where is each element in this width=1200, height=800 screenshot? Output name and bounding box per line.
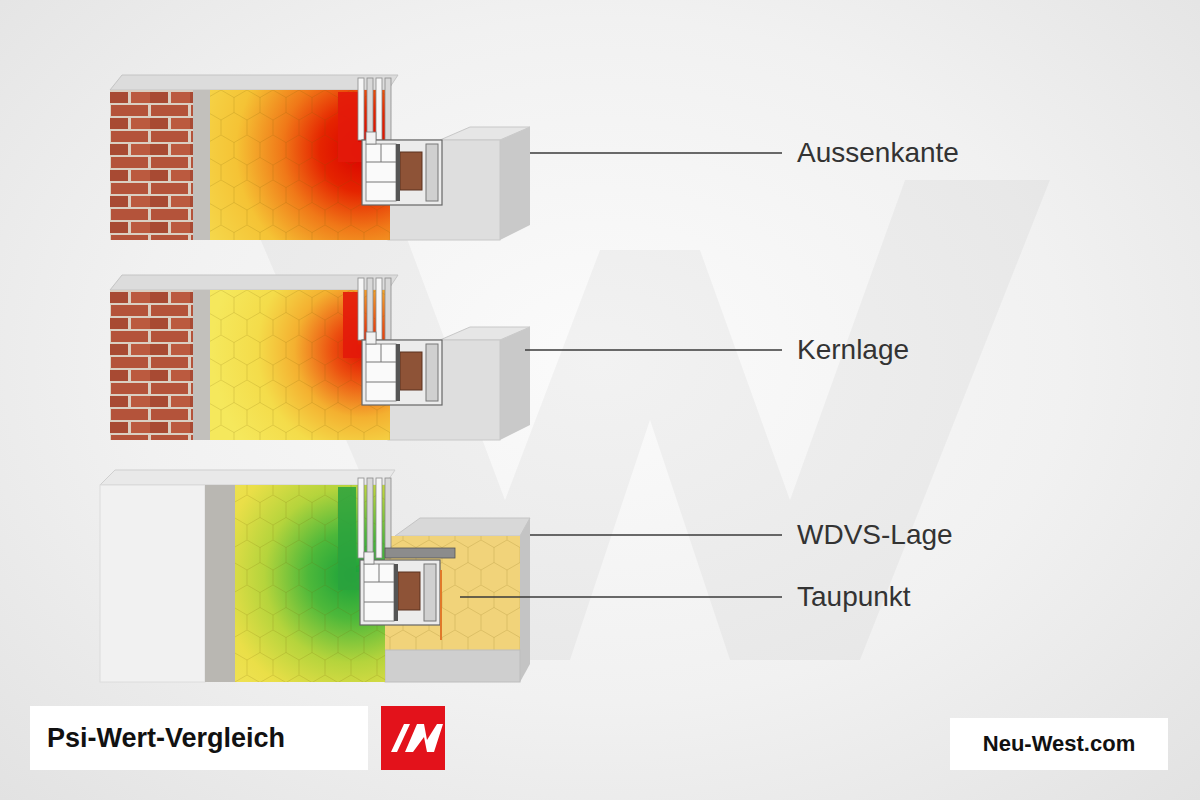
window-sash xyxy=(385,78,391,140)
wall-top xyxy=(100,470,395,485)
callout-label: Aussenkante xyxy=(797,137,959,169)
warm-edge xyxy=(440,570,442,640)
frame-core xyxy=(398,572,420,610)
plaster-layer xyxy=(193,90,210,240)
frame-seal xyxy=(394,564,398,621)
callout-label: Taupunkt xyxy=(797,581,911,613)
frame-chambers xyxy=(366,344,396,382)
sill-base xyxy=(385,650,520,682)
logo-square xyxy=(381,706,445,770)
window-frame xyxy=(360,560,440,625)
sill-side xyxy=(500,327,530,440)
window-frame xyxy=(362,340,442,405)
frame-rail xyxy=(366,132,376,144)
window-sash xyxy=(367,478,373,558)
website-box: Neu-West.com xyxy=(950,718,1168,770)
window-sash xyxy=(385,478,391,558)
frame-profile xyxy=(364,564,394,621)
callout-label: Kernlage xyxy=(797,334,909,366)
leader-line xyxy=(525,349,782,351)
title-box: Psi-Wert-Vergleich xyxy=(30,706,368,770)
frame-profile xyxy=(424,564,436,621)
frame-profile xyxy=(366,144,396,201)
sill-front xyxy=(388,340,500,440)
window-frame xyxy=(362,140,442,205)
frame-seal xyxy=(396,144,400,201)
plaster-layer xyxy=(205,485,235,682)
interior-insulation xyxy=(385,536,520,650)
title: Psi-Wert-Vergleich xyxy=(47,723,285,754)
window-sash xyxy=(358,278,364,340)
frame-profile xyxy=(426,144,438,201)
wall-section xyxy=(100,470,530,682)
sill-front xyxy=(388,140,500,240)
wall-section xyxy=(110,275,530,440)
callout-label: WDVS-Lage xyxy=(797,519,953,551)
frame-core xyxy=(400,352,422,390)
window-sash xyxy=(385,278,391,340)
leader-line xyxy=(530,534,782,536)
window-sash xyxy=(367,78,373,140)
frame-core xyxy=(400,152,422,190)
frame-rail xyxy=(366,332,376,344)
wall-top xyxy=(110,275,398,290)
sill-top xyxy=(395,518,530,536)
sill-side xyxy=(520,518,530,682)
frame-rail xyxy=(364,552,374,564)
frame-profile xyxy=(426,344,438,401)
brick-wall xyxy=(110,290,193,440)
frame-profile xyxy=(366,344,396,401)
wall-section xyxy=(110,75,530,240)
logo-glyph xyxy=(391,724,443,752)
leader-line xyxy=(460,596,782,598)
wall-top xyxy=(110,75,398,90)
window-sash xyxy=(376,278,382,340)
plaster-layer xyxy=(193,290,210,440)
website-text: Neu-West.com xyxy=(983,731,1135,757)
brick-wall xyxy=(110,90,193,240)
eps-board xyxy=(100,485,205,682)
frame-chambers xyxy=(364,564,394,602)
window-sash xyxy=(376,78,382,140)
frame-seal xyxy=(396,344,400,401)
window-sash xyxy=(358,78,364,140)
window-sill-profile xyxy=(385,548,455,558)
sill-side xyxy=(500,127,530,240)
window-sash xyxy=(376,478,382,558)
insulation-texture xyxy=(385,536,520,650)
leader-line xyxy=(530,152,782,154)
window-sash xyxy=(367,278,373,340)
frame-chambers xyxy=(366,144,396,182)
window-sash xyxy=(358,478,364,558)
